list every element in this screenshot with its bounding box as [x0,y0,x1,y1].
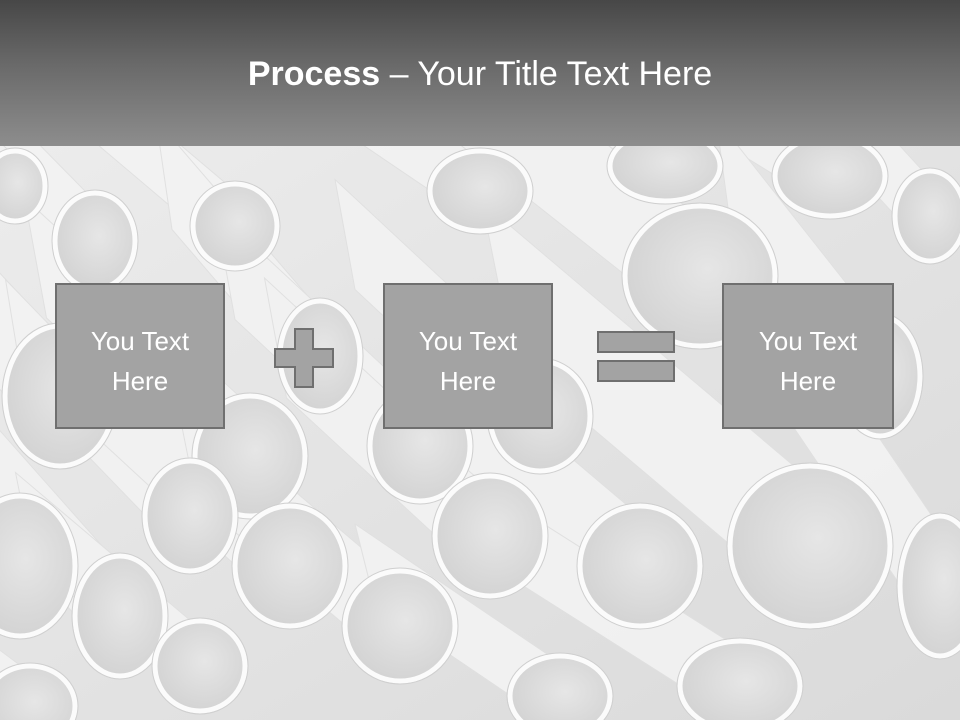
process-box-3: You Text Here [722,283,894,429]
process-box-2: You Text Here [383,283,553,429]
title-rest: Your Title Text Here [417,55,713,93]
process-box-1-line2: Here [111,366,169,396]
process-box-1-line1: You Text [90,326,190,356]
pipes-background-image [0,146,960,720]
plus-icon [274,328,334,388]
title-bold-word: Process [247,55,381,93]
slide-title: Process – Your Title Text Here [0,52,960,96]
process-box-3-line2: Here [779,366,837,396]
equals-icon [597,331,675,382]
process-box-2-line2: Here [439,366,497,396]
title-bar: Process – Your Title Text Here [0,0,960,146]
process-box-1: You Text Here [55,283,225,429]
process-box-3-line1: You Text [758,326,858,356]
title-dash: – [380,55,418,93]
process-box-2-line1: You Text [418,326,518,356]
